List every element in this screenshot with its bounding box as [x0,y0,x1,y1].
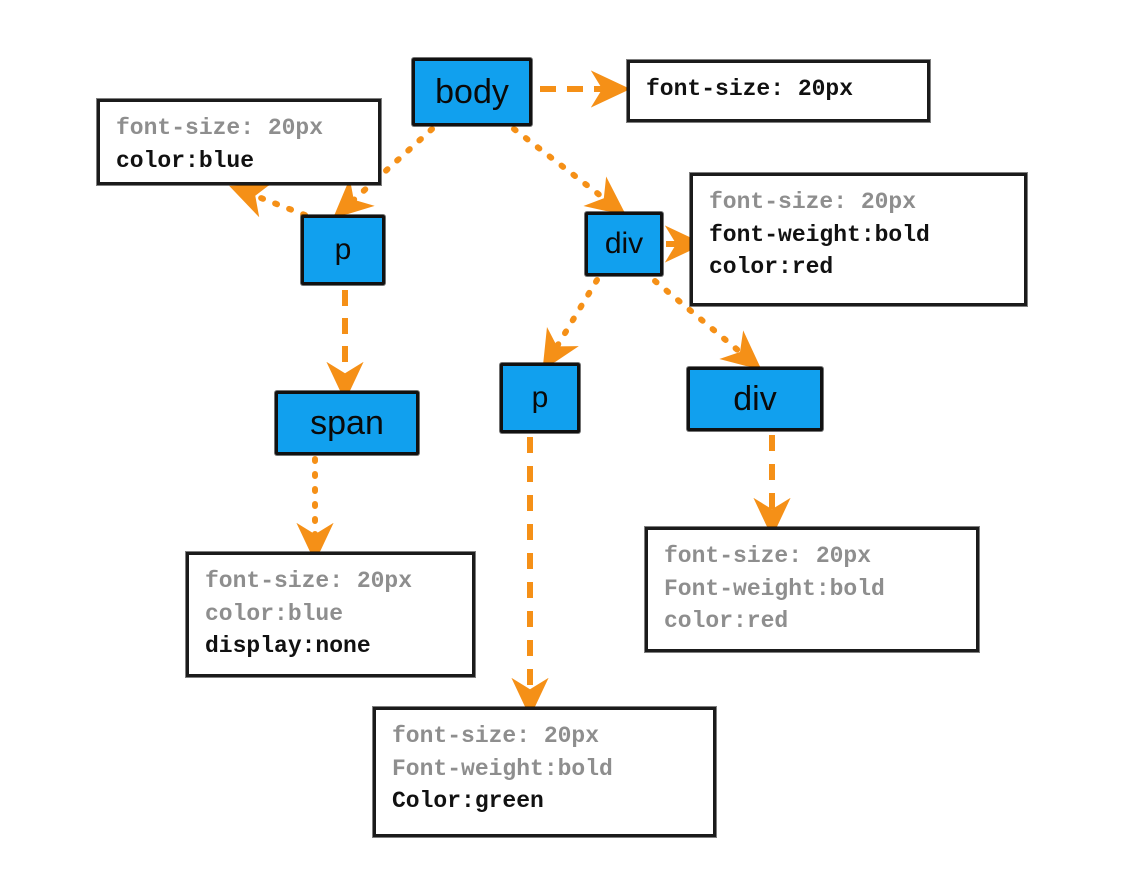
node-p-level2-label: p [531,381,549,414]
stylebox-div-level1: font-size: 20px font-weight:bold color:r… [690,173,1027,306]
declaration-line: color:blue [205,600,344,627]
stylebox-body: font-size: 20px [627,60,930,122]
declaration-line: Font-weight:bold [664,575,885,602]
declaration-line: color:blue [116,147,255,174]
declaration-line: font-size: 20px [664,543,872,569]
node-p-level1-label: p [334,233,352,266]
stylebox-span: font-size: 20px color:blue display:none [186,552,475,677]
declaration-line: display:none [205,633,371,660]
declaration-line: font-size: 20px [205,568,413,594]
node-p-level2[interactable]: p [500,363,580,433]
declaration-line: font-size: 20px [709,189,917,215]
edge-div1-to-p2 [542,277,600,371]
node-body[interactable]: body [412,58,532,126]
stylebox-p-level2: font-size: 20px Font-weight:bold Color:g… [373,707,716,837]
declaration-line: Font-weight:bold [392,755,613,782]
edge-p1-to-style [228,182,308,218]
edge-body-to-div1 [511,126,627,216]
declaration-line: font-size: 20px [392,723,600,749]
declaration-line: font-weight:bold [709,221,930,248]
stylebox-div-level2: font-size: 20px Font-weight:bold color:r… [645,527,979,652]
node-span-label: span [310,404,384,442]
node-span[interactable]: span [275,391,419,455]
declaration-line: color:red [709,254,834,281]
node-div-level1-label: div [604,227,644,260]
node-body-label: body [435,73,509,111]
declaration-line: font-size: 20px [116,115,324,141]
stylebox-p-level1: font-size: 20px color:blue [97,99,381,185]
declaration-line: color:red [664,608,789,635]
node-div-level1[interactable]: div [585,212,663,276]
declaration-line: Color:green [392,788,544,815]
node-div-level2[interactable]: div [687,367,823,431]
node-p-level1[interactable]: p [301,215,385,285]
node-div-level2-label: div [733,380,777,418]
declaration-line: font-size: 20px [646,76,854,102]
